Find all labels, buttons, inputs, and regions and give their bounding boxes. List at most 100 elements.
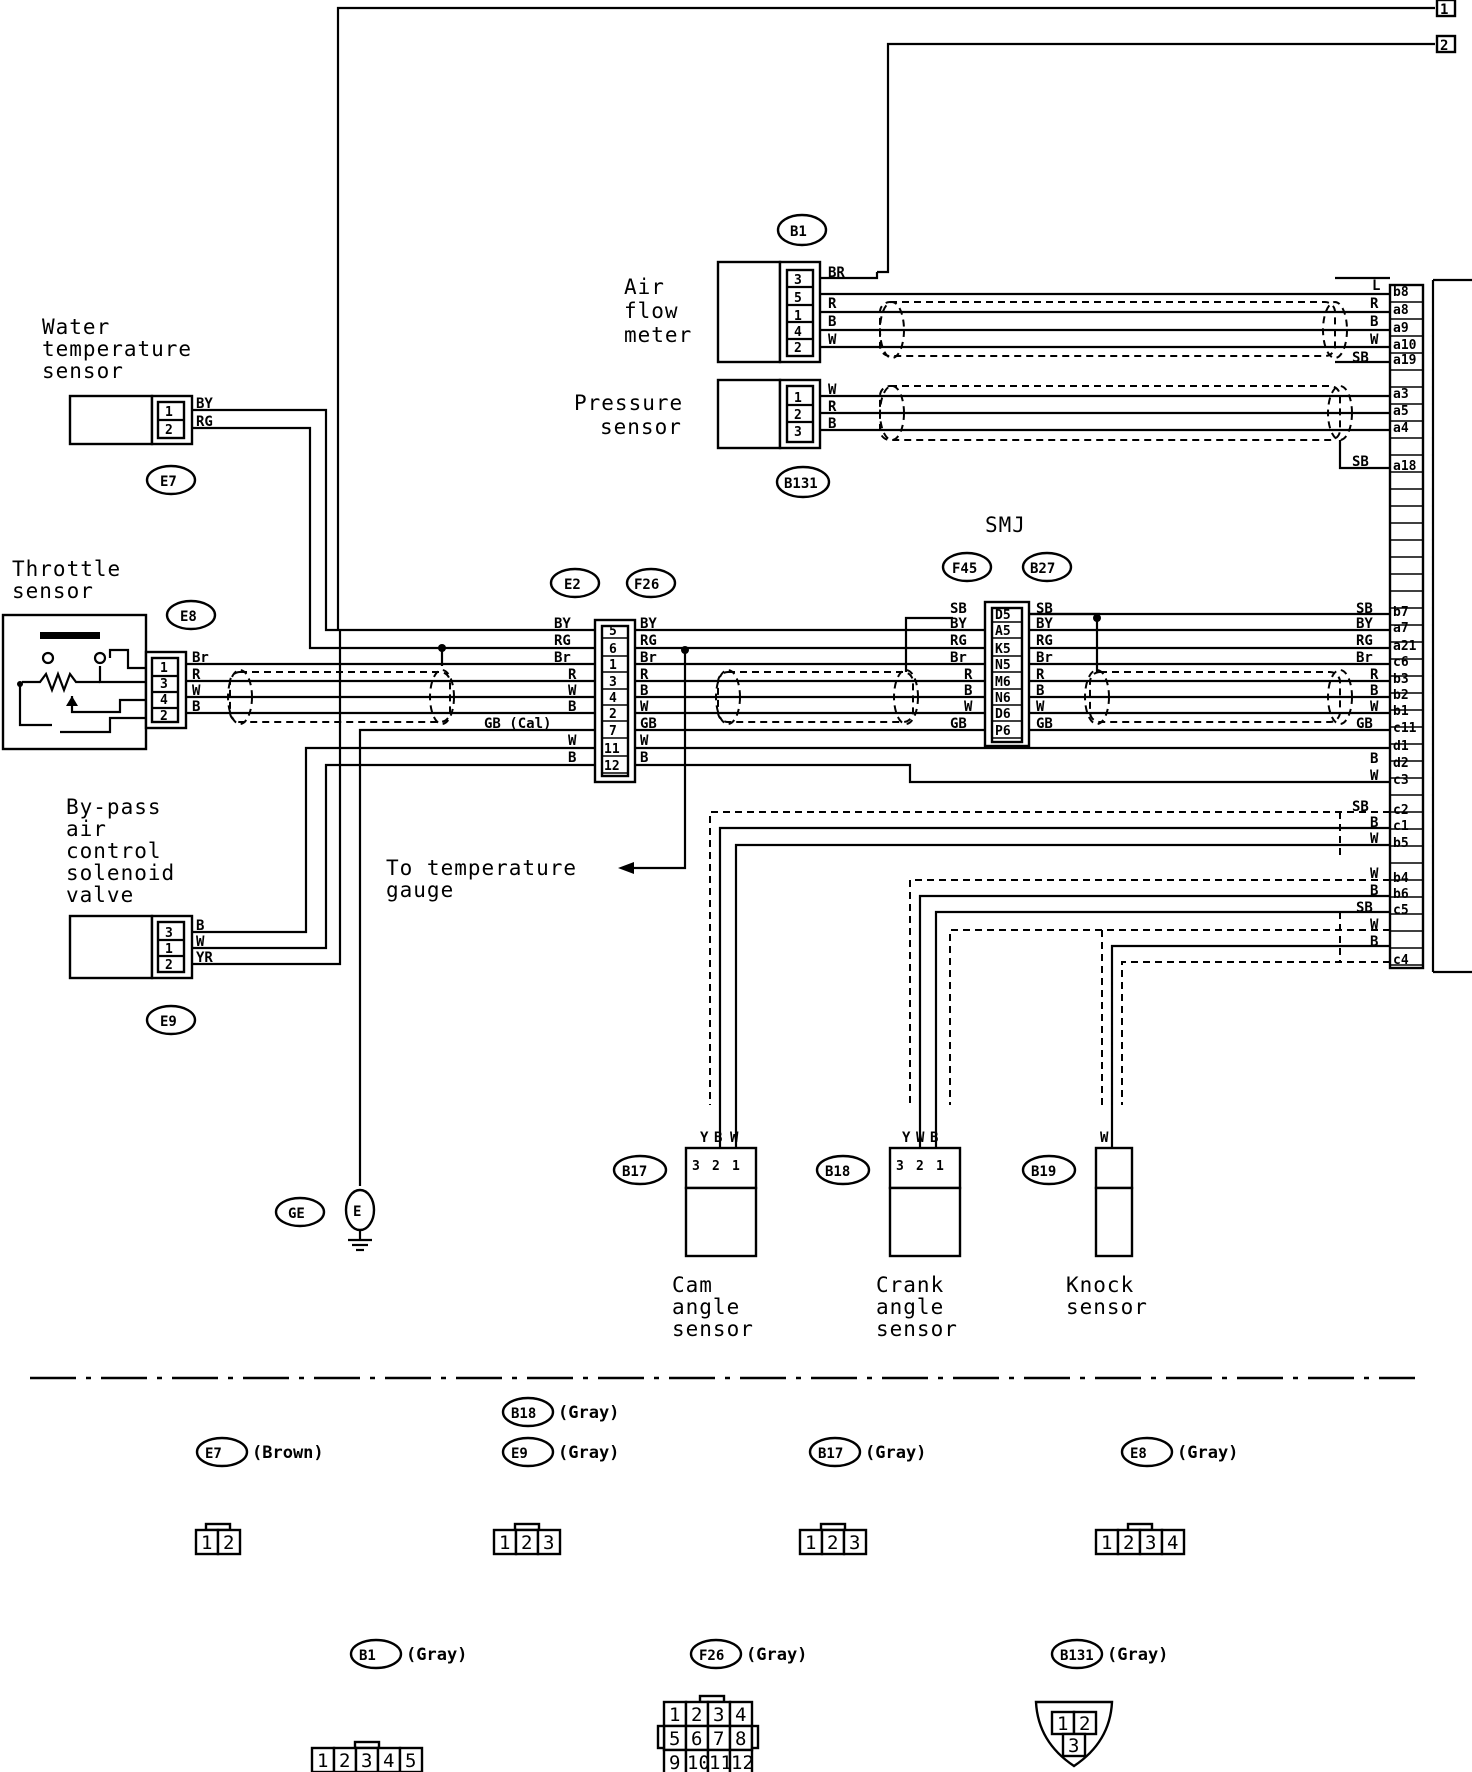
svg-text:BY: BY	[554, 616, 571, 632]
svg-text:B: B	[196, 918, 204, 934]
svg-text:W: W	[828, 332, 837, 348]
ecm-pin-c11: c11	[1393, 721, 1417, 736]
svg-text:E9: E9	[511, 1446, 528, 1462]
svg-text:9: 9	[669, 1752, 680, 1772]
svg-text:4: 4	[383, 1750, 394, 1772]
ecm-pin-b7: b7	[1393, 605, 1409, 620]
svg-text:2: 2	[160, 709, 168, 724]
svg-text:W: W	[568, 733, 577, 749]
svg-text:2: 2	[916, 1159, 924, 1174]
svg-text:3: 3	[1145, 1532, 1156, 1554]
svg-text:2: 2	[165, 958, 173, 973]
ecm-pin-b8: b8	[1393, 285, 1409, 300]
knock-sensor	[1094, 1146, 1134, 1258]
ecm-pin-c5: c5	[1393, 903, 1409, 918]
svg-text:R: R	[828, 399, 837, 415]
svg-text:B131: B131	[784, 476, 818, 492]
svg-text:L: L	[1372, 278, 1380, 294]
svg-text:B131: B131	[1060, 1648, 1094, 1664]
svg-text:3: 3	[794, 273, 802, 288]
svg-text:4: 4	[160, 693, 168, 708]
svg-text:1: 1	[1101, 1532, 1112, 1554]
svg-text:Br: Br	[950, 650, 967, 666]
svg-text:1: 1	[1057, 1713, 1068, 1735]
svg-text:(Gray): (Gray)	[1177, 1443, 1238, 1463]
svg-text:BY: BY	[1356, 616, 1373, 632]
svg-text:1: 1	[160, 661, 168, 676]
page-ref-1: 1	[1440, 2, 1448, 18]
svg-text:B: B	[714, 1130, 722, 1146]
svg-text:3: 3	[794, 425, 802, 440]
svg-text:(Gray): (Gray)	[558, 1443, 619, 1463]
svg-text:W: W	[640, 699, 649, 715]
svg-text:BY: BY	[640, 616, 657, 632]
svg-text:E7: E7	[160, 474, 177, 490]
svg-text:R: R	[568, 667, 577, 683]
svg-text:1: 1	[669, 1704, 680, 1726]
f26-pin-6: 6	[609, 642, 617, 657]
svg-text:2: 2	[223, 1532, 234, 1554]
svg-text:(Brown): (Brown)	[252, 1443, 324, 1463]
svg-text:B: B	[1370, 751, 1378, 767]
ecm-pin-a18: a18	[1393, 459, 1417, 474]
svg-text:E8: E8	[1130, 1446, 1147, 1462]
ecm-pin-c6: c6	[1393, 655, 1409, 670]
top-reference-wires	[336, 0, 1457, 630]
svg-text:B: B	[1370, 683, 1378, 699]
svg-text:8: 8	[735, 1728, 746, 1750]
svg-text:SB: SB	[1356, 601, 1373, 617]
svg-text:1: 1	[165, 405, 173, 420]
svg-text:B: B	[828, 314, 836, 330]
smj-pin-N5: N5	[995, 658, 1011, 673]
svg-text:GE: GE	[288, 1206, 305, 1222]
svg-text:F26: F26	[634, 577, 659, 593]
svg-text:E8: E8	[180, 609, 197, 625]
svg-text:Br: Br	[1356, 650, 1373, 666]
svg-text:E2: E2	[564, 577, 581, 593]
ecm-pin-b2: b2	[1393, 688, 1409, 703]
svg-text:R: R	[640, 667, 649, 683]
ecm-pin-c4: c4	[1393, 953, 1409, 968]
svg-text:5: 5	[669, 1728, 680, 1750]
b1-tag	[776, 213, 828, 247]
smj-pin-M6: M6	[995, 675, 1011, 690]
svg-text:BY: BY	[950, 616, 967, 632]
ecm-pin-c1: c1	[1393, 819, 1409, 834]
svg-text:GB (Cal): GB (Cal)	[484, 716, 551, 732]
ecm-pin-a7: a7	[1393, 621, 1409, 636]
svg-text:12: 12	[731, 1752, 754, 1772]
svg-text:3: 3	[713, 1704, 724, 1726]
f26-pin-7: 7	[609, 724, 617, 739]
svg-text:SB: SB	[1036, 601, 1053, 617]
ecm-pin-b5: b5	[1393, 836, 1409, 851]
ecm-pin-b6: b6	[1393, 887, 1409, 902]
svg-text:W: W	[1100, 1130, 1109, 1146]
water-temperature-sensor: 12	[68, 394, 595, 650]
smj-pin-P6: P6	[995, 724, 1011, 739]
svg-text:Br: Br	[554, 650, 571, 666]
svg-text:B: B	[568, 750, 576, 766]
svg-text:B18: B18	[511, 1406, 536, 1422]
e2-tag	[549, 567, 601, 599]
svg-text:3: 3	[849, 1532, 860, 1554]
svg-text:E7: E7	[205, 1446, 222, 1462]
f26-pin-4: 4	[609, 691, 617, 706]
svg-text:1: 1	[794, 309, 802, 324]
svg-text:F26: F26	[699, 1648, 724, 1664]
svg-text:1: 1	[499, 1532, 510, 1554]
ecm-pin-a19: a19	[1393, 353, 1416, 368]
svg-text:W: W	[568, 683, 577, 699]
svg-text:B17: B17	[622, 1164, 647, 1180]
svg-text:GB: GB	[950, 716, 967, 732]
